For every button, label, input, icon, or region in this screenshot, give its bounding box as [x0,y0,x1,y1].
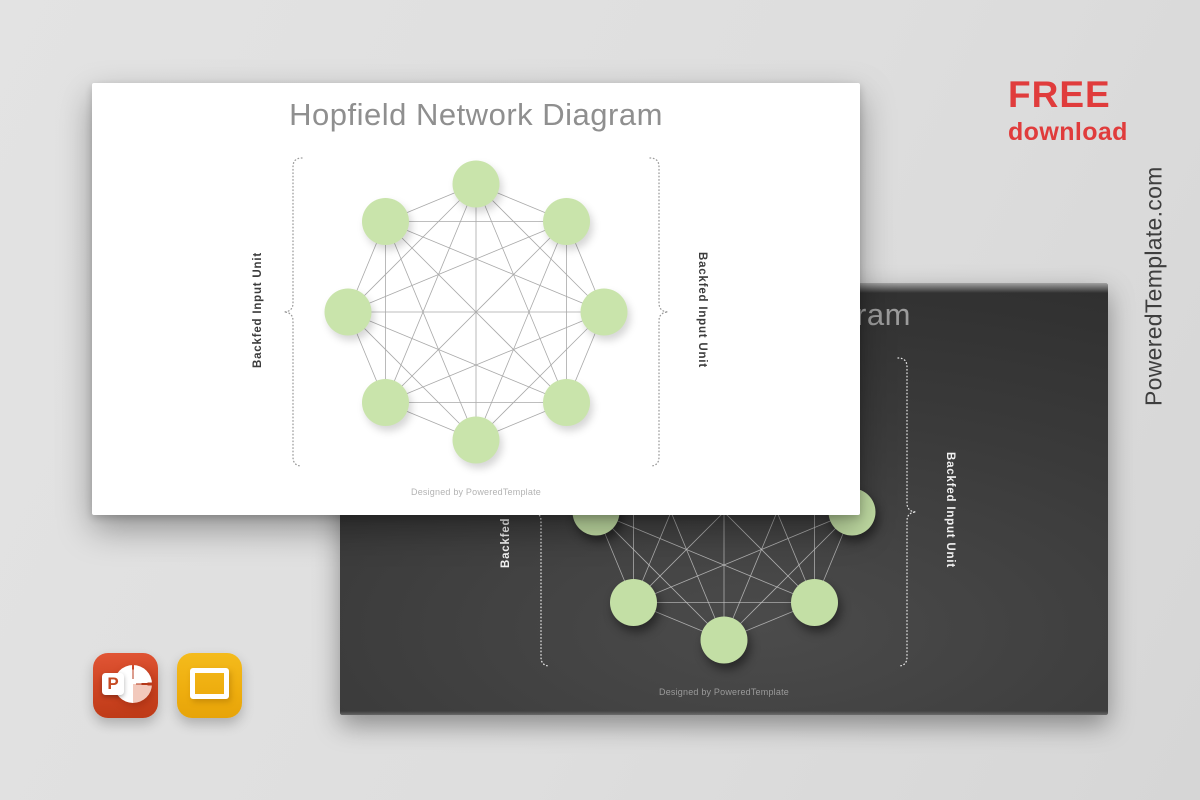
network-edge [385,221,477,441]
network-edge [347,311,567,403]
hopfield-network-diagram [283,157,669,467]
network-node [361,379,409,427]
google-slides-frame-glyph [190,668,229,699]
network-node [543,379,591,427]
right-axis-label: Backfed Input Unit [944,452,956,568]
powerpoint-icon[interactable]: P [93,653,158,718]
slide-preview-light: Hopfield Network Diagram Backfed Input U… [92,83,860,515]
right-curly-brace [649,157,669,467]
google-slides-icon[interactable] [177,653,242,718]
network-edge [633,511,853,603]
network-node [700,616,748,664]
network-node [791,579,839,627]
network-edge [347,221,567,313]
network-node [324,288,372,336]
free-download-banner[interactable]: FREE download [1008,76,1128,145]
network-edge [595,511,815,603]
designer-credit: Designed by PoweredTemplate [659,687,789,697]
network-edge [385,221,605,313]
network-node [609,579,657,627]
network-node [452,416,500,464]
network-edge [475,183,567,403]
right-curly-brace [897,357,917,667]
slide-title: Hopfield Network Diagram [289,97,663,132]
designer-credit: Designed by PoweredTemplate [411,487,541,497]
network-edge [385,183,477,403]
network-edge [595,511,725,641]
network-node [543,197,591,245]
free-label[interactable]: FREE [1008,74,1111,115]
powerpoint-letter-badge: P [102,673,124,695]
network-node [452,160,500,208]
left-curly-brace [283,157,303,467]
network-edge [385,311,605,403]
format-icons: P [93,653,242,718]
right-axis-label: Backfed Input Unit [696,252,708,368]
left-axis-label: Backfed Input Unit [252,252,264,368]
network-node [580,288,628,336]
network-edge [475,221,567,441]
download-label[interactable]: download [1008,118,1128,146]
network-node [361,197,409,245]
network-edge [347,311,477,441]
network-edge [385,221,567,403]
